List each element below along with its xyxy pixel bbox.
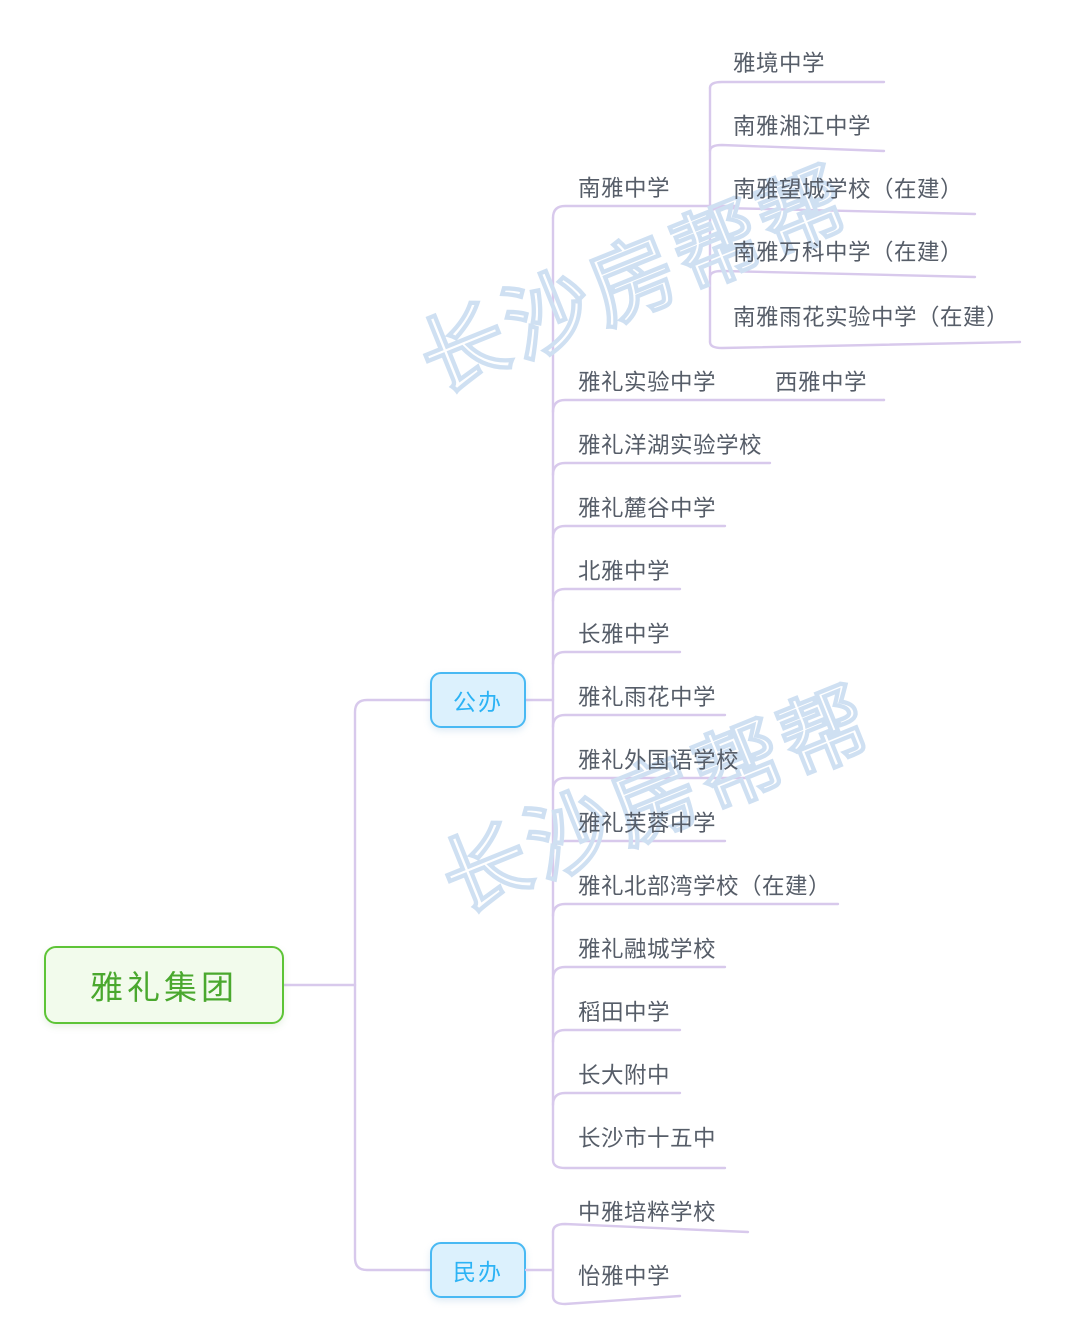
leaf-node-yali-yanghu[interactable]: 雅礼洋湖实验学校: [578, 433, 763, 458]
leaf-node-daotian[interactable]: 稻田中学: [578, 1000, 671, 1025]
wire-leaf-changya: [551, 650, 682, 666]
wire-l3-nanyaxiangjiang: [708, 143, 886, 153]
leaf-node-nanya-wanke[interactable]: 南雅万科中学（在建）: [733, 240, 964, 265]
branch-node-private-label: 民办: [453, 1259, 503, 1285]
leaf-node-yiya[interactable]: 怡雅中学: [578, 1264, 671, 1289]
leaf-node-yajing[interactable]: 雅境中学: [733, 51, 826, 76]
leaf-label: 雅礼北部湾学校（在建）: [578, 874, 832, 899]
wire-leaf-changdafuzhong: [551, 1091, 682, 1107]
leaf-label: 南雅望城学校（在建）: [733, 177, 964, 202]
leaf-label: 北雅中学: [578, 559, 671, 584]
leaf-label: 雅礼雨花中学: [578, 685, 717, 710]
leaf-node-yali-yuhua[interactable]: 雅礼雨花中学: [578, 685, 717, 710]
leaf-node-yali-furong[interactable]: 雅礼芙蓉中学: [578, 811, 717, 836]
leaf-node-changda-fuzhong[interactable]: 长大附中: [578, 1063, 671, 1088]
wire-root-to-minban: [353, 983, 432, 1272]
leaf-label: 稻田中学: [578, 1000, 671, 1025]
leaf-label: 雅礼芙蓉中学: [578, 811, 717, 836]
wire-leaf-waiguoyu: [551, 776, 750, 792]
leaf-node-nanya-zhongxue[interactable]: 南雅中学: [578, 176, 671, 201]
leaf-node-nanya-wangcheng[interactable]: 南雅望城学校（在建）: [733, 177, 964, 202]
wire-l3-yajing: [708, 80, 886, 90]
leaf-label: 雅礼融城学校: [578, 937, 717, 962]
branch-node-public[interactable]: 公办: [430, 672, 526, 728]
wire-leaf-furong: [551, 839, 727, 855]
leaf-node-yali-beibuwan[interactable]: 雅礼北部湾学校（在建）: [578, 874, 832, 899]
wire-leaf-yalishiyan: [551, 398, 886, 414]
leaf-label: 雅礼洋湖实验学校: [578, 433, 763, 458]
leaf-label: 西雅中学: [775, 370, 868, 395]
wire-root-to-gongban: [353, 698, 432, 987]
wire-leaf-shiwuzhong: [551, 1158, 727, 1170]
wire-leaf-nanya: [551, 204, 737, 220]
wire-leaf-yuhua: [551, 713, 727, 729]
wire-l3-nanyawanke: [708, 269, 977, 279]
wire-l3-nanyayuhua: [708, 340, 1022, 350]
leaf-node-changya[interactable]: 长雅中学: [578, 622, 671, 647]
wire-leaf-zhongya-peicui: [551, 1222, 750, 1234]
leaf-label: 雅礼实验中学: [578, 370, 717, 395]
leaf-label: 长沙市十五中: [578, 1126, 717, 1151]
wire-leaf-beiya: [551, 587, 682, 603]
wire-leaf-yiya: [551, 1294, 682, 1306]
branch-node-public-label: 公办: [453, 689, 503, 715]
branch-node-private[interactable]: 民办: [430, 1242, 526, 1298]
leaf-node-beiya[interactable]: 北雅中学: [578, 559, 671, 584]
leaf-label: 南雅万科中学（在建）: [733, 240, 964, 265]
leaf-label: 长大附中: [578, 1063, 671, 1088]
wire-leaf-daotian: [551, 1028, 682, 1044]
leaf-label: 中雅培粹学校: [578, 1200, 717, 1225]
leaf-label: 南雅湘江中学: [733, 114, 872, 139]
leaf-label: 雅礼外国语学校: [578, 748, 740, 773]
wire-l3-nanyawangcheng: [708, 206, 977, 216]
leaf-node-yali-rongcheng[interactable]: 雅礼融城学校: [578, 937, 717, 962]
leaf-node-changsha-shiwu[interactable]: 长沙市十五中: [578, 1126, 717, 1151]
wire-leaf-lugu: [551, 524, 727, 540]
leaf-label: 雅境中学: [733, 51, 826, 76]
root-node-label: 雅礼集团: [90, 969, 238, 1006]
wire-leaf-rongcheng: [551, 965, 727, 981]
leaf-label: 长雅中学: [578, 622, 671, 647]
root-node[interactable]: 雅礼集团: [44, 946, 284, 1024]
leaf-label: 怡雅中学: [578, 1264, 671, 1289]
leaf-node-nanya-yuhua-shiyan[interactable]: 南雅雨花实验中学（在建）: [733, 305, 1010, 330]
leaf-node-yali-lugu[interactable]: 雅礼麓谷中学: [578, 496, 717, 521]
leaf-label: 南雅雨花实验中学（在建）: [733, 305, 1010, 330]
wire-leaf-beibuwan: [551, 902, 840, 918]
leaf-node-yali-shiyan[interactable]: 雅礼实验中学: [578, 370, 717, 395]
leaf-label: 南雅中学: [578, 176, 671, 201]
leaf-node-zhongya-peicui[interactable]: 中雅培粹学校: [578, 1200, 717, 1225]
leaf-node-yali-waiguoyu[interactable]: 雅礼外国语学校: [578, 748, 740, 773]
leaf-label: 雅礼麓谷中学: [578, 496, 717, 521]
leaf-node-xiya[interactable]: 西雅中学: [775, 370, 868, 395]
wire-leaf-yangbu: [551, 461, 772, 477]
leaf-node-nanya-xiangjiang[interactable]: 南雅湘江中学: [733, 114, 872, 139]
